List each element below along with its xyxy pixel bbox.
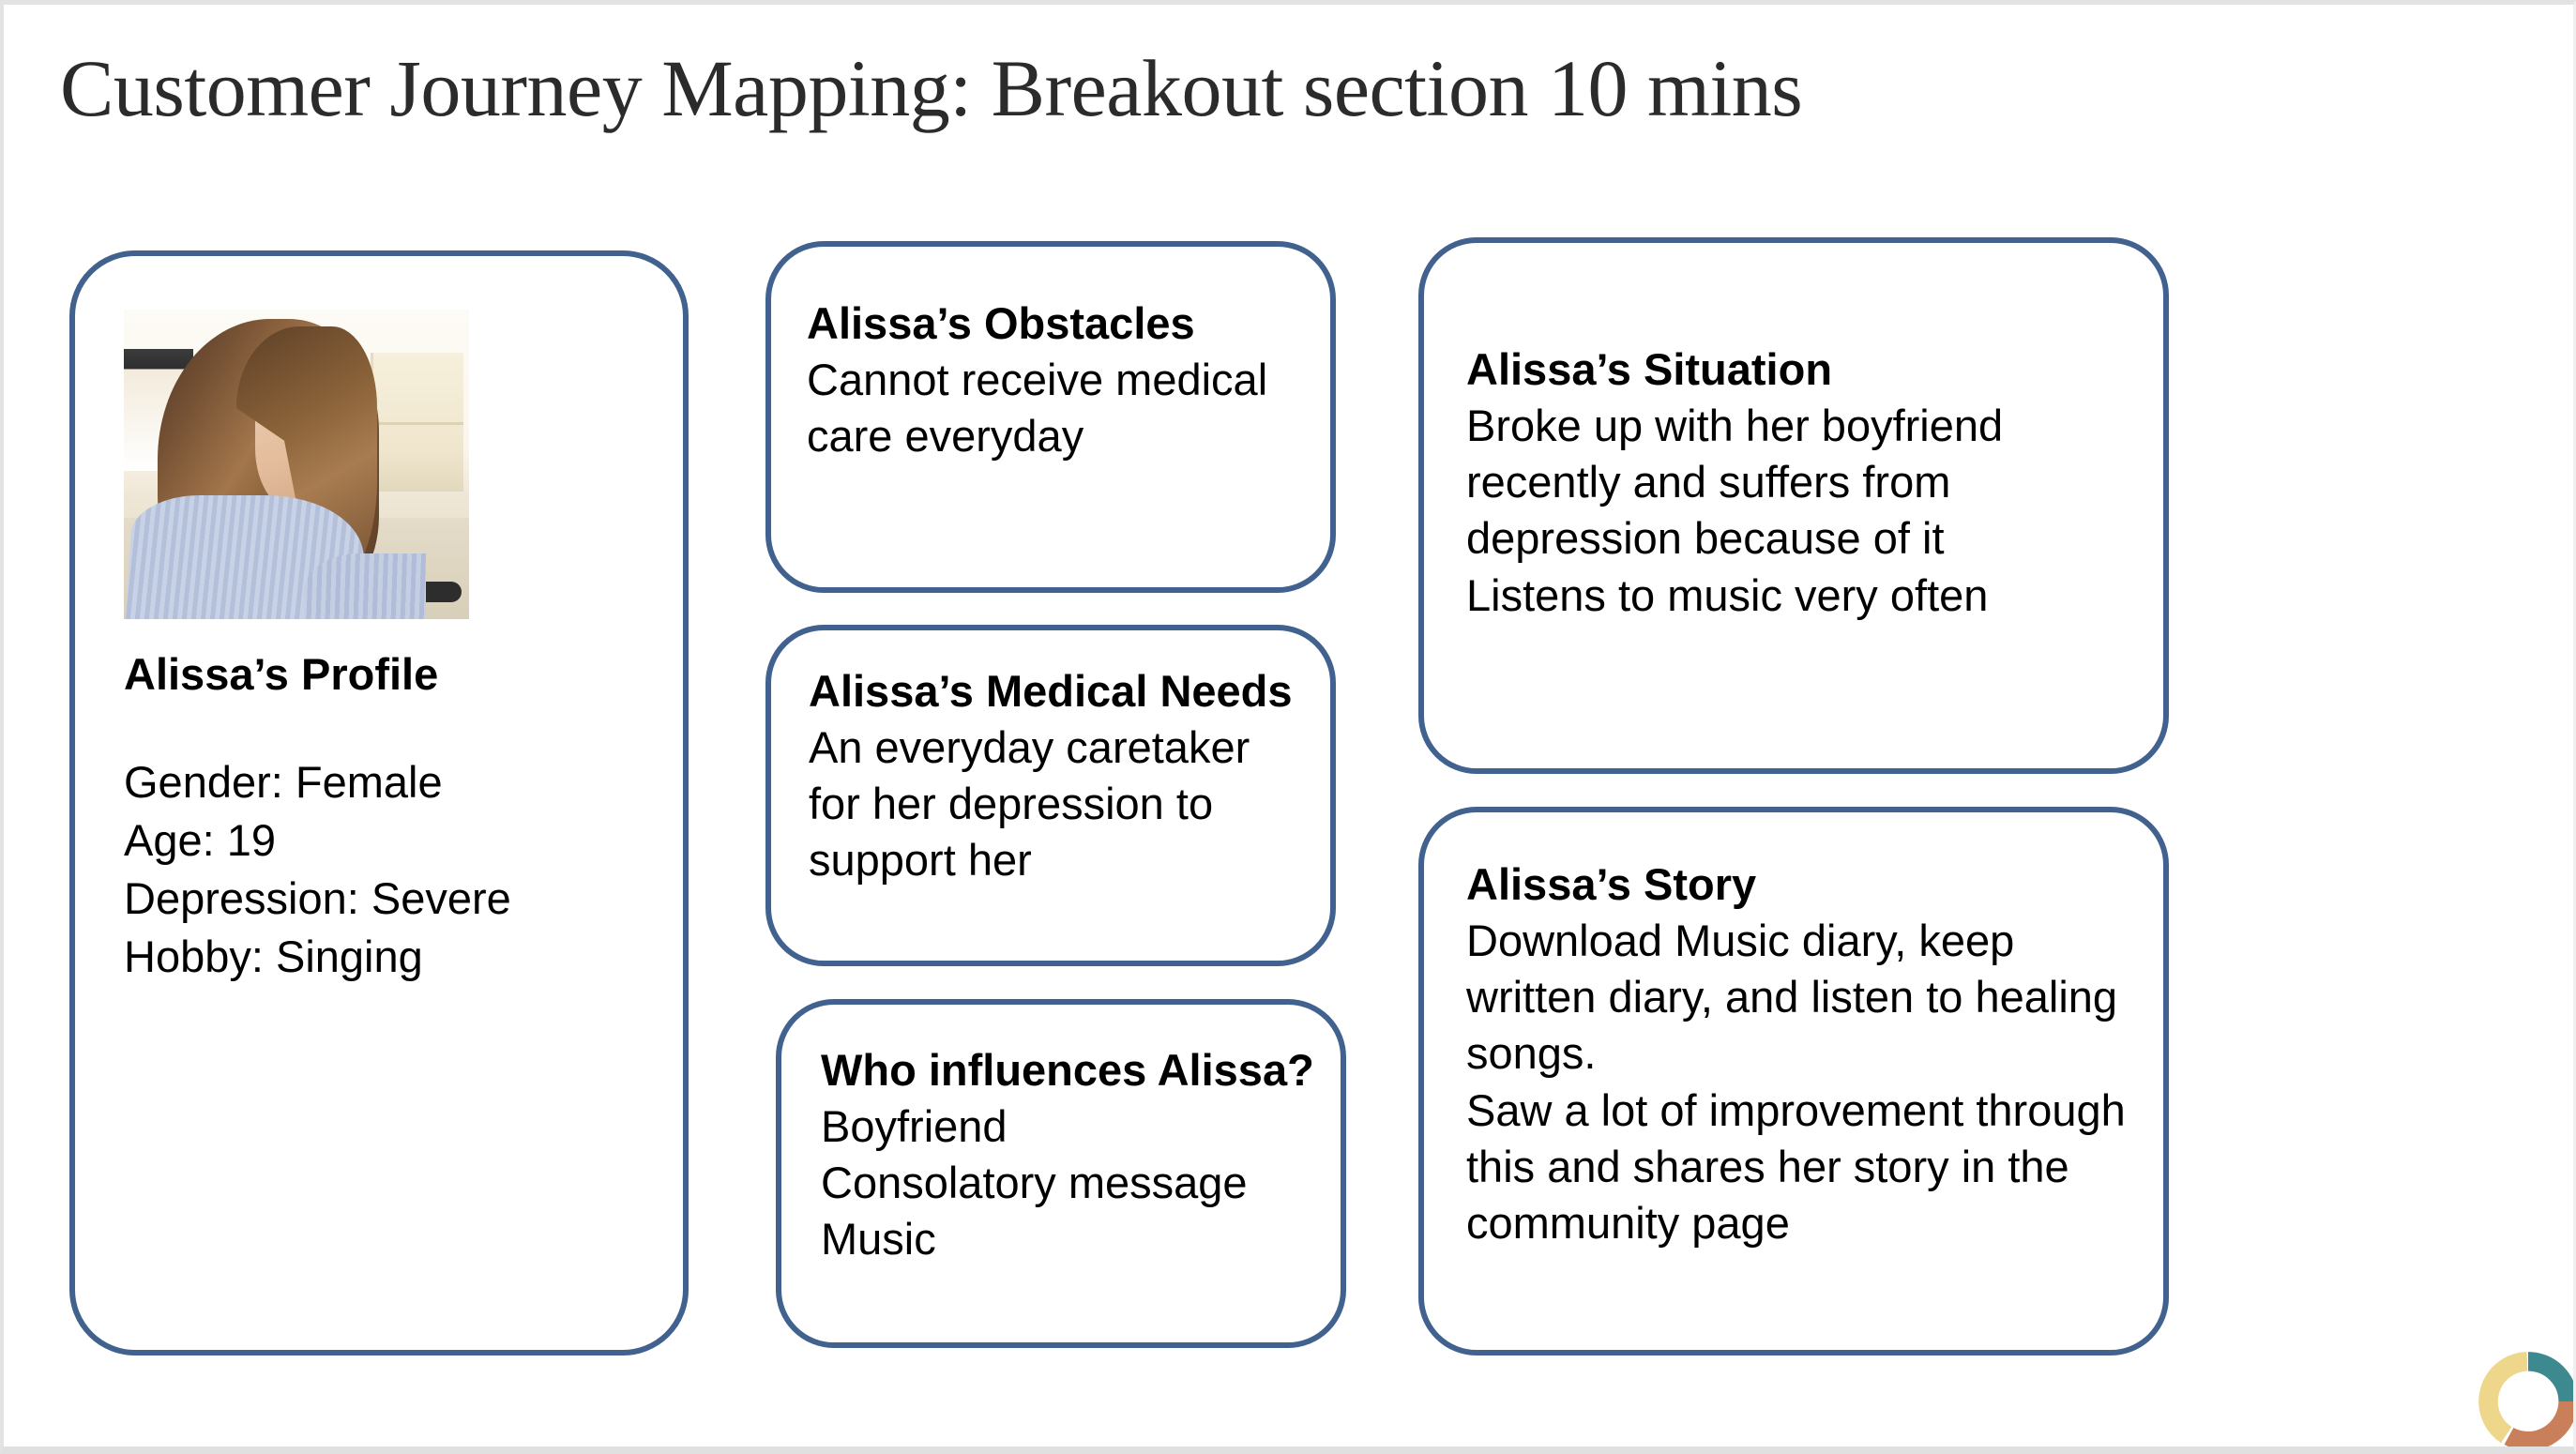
influences-body: Boyfriend Consolatory message Music — [821, 1101, 1248, 1265]
obstacles-body: Cannot receive medical care everyday — [807, 355, 1268, 462]
situation-title: Alissa’s Situation — [1466, 344, 1833, 394]
situation-body: Broke up with her boyfriend recently and… — [1466, 401, 2004, 620]
story-card[interactable]: Alissa’s Story Download Music diary, kee… — [1418, 807, 2169, 1356]
influences-card[interactable]: Who influences Alissa? Boyfriend Consola… — [776, 999, 1346, 1348]
profile-card[interactable]: Alissa’s Profile Gender: Female Age: 19 … — [69, 250, 689, 1356]
influences-content: Who influences Alissa? Boyfriend Consola… — [821, 1042, 1318, 1268]
profile-details: Gender: Female Age: 19 Depression: Sever… — [124, 757, 511, 982]
obstacles-content: Alissa’s Obstacles Cannot receive medica… — [807, 295, 1308, 464]
photo-cabinet-seam — [373, 422, 463, 425]
donut-chart-logo-icon — [2478, 1351, 2573, 1446]
profile-photo — [124, 310, 469, 619]
story-content: Alissa’s Story Download Music diary, kee… — [1466, 856, 2144, 1251]
story-body: Download Music diary, keep written diary… — [1466, 916, 2126, 1248]
medical-needs-title: Alissa’s Medical Needs — [809, 666, 1293, 716]
obstacles-card[interactable]: Alissa’s Obstacles Cannot receive medica… — [765, 241, 1336, 593]
medical-needs-body: An everyday caretaker for her depression… — [809, 722, 1250, 886]
situation-card[interactable]: Alissa’s Situation Broke up with her boy… — [1418, 237, 2169, 774]
obstacles-title: Alissa’s Obstacles — [807, 298, 1195, 348]
photo-sweater-arm — [304, 553, 426, 619]
story-title: Alissa’s Story — [1466, 859, 1757, 909]
medical-needs-card[interactable]: Alissa’s Medical Needs An everyday caret… — [765, 625, 1336, 966]
page-title: Customer Journey Mapping: Breakout secti… — [60, 43, 1803, 133]
situation-content: Alissa’s Situation Broke up with her boy… — [1466, 341, 2141, 624]
medical-needs-content: Alissa’s Medical Needs An everyday caret… — [809, 663, 1308, 889]
influences-title: Who influences Alissa? — [821, 1045, 1314, 1095]
profile-heading: Alissa’s Profile — [124, 649, 439, 699]
